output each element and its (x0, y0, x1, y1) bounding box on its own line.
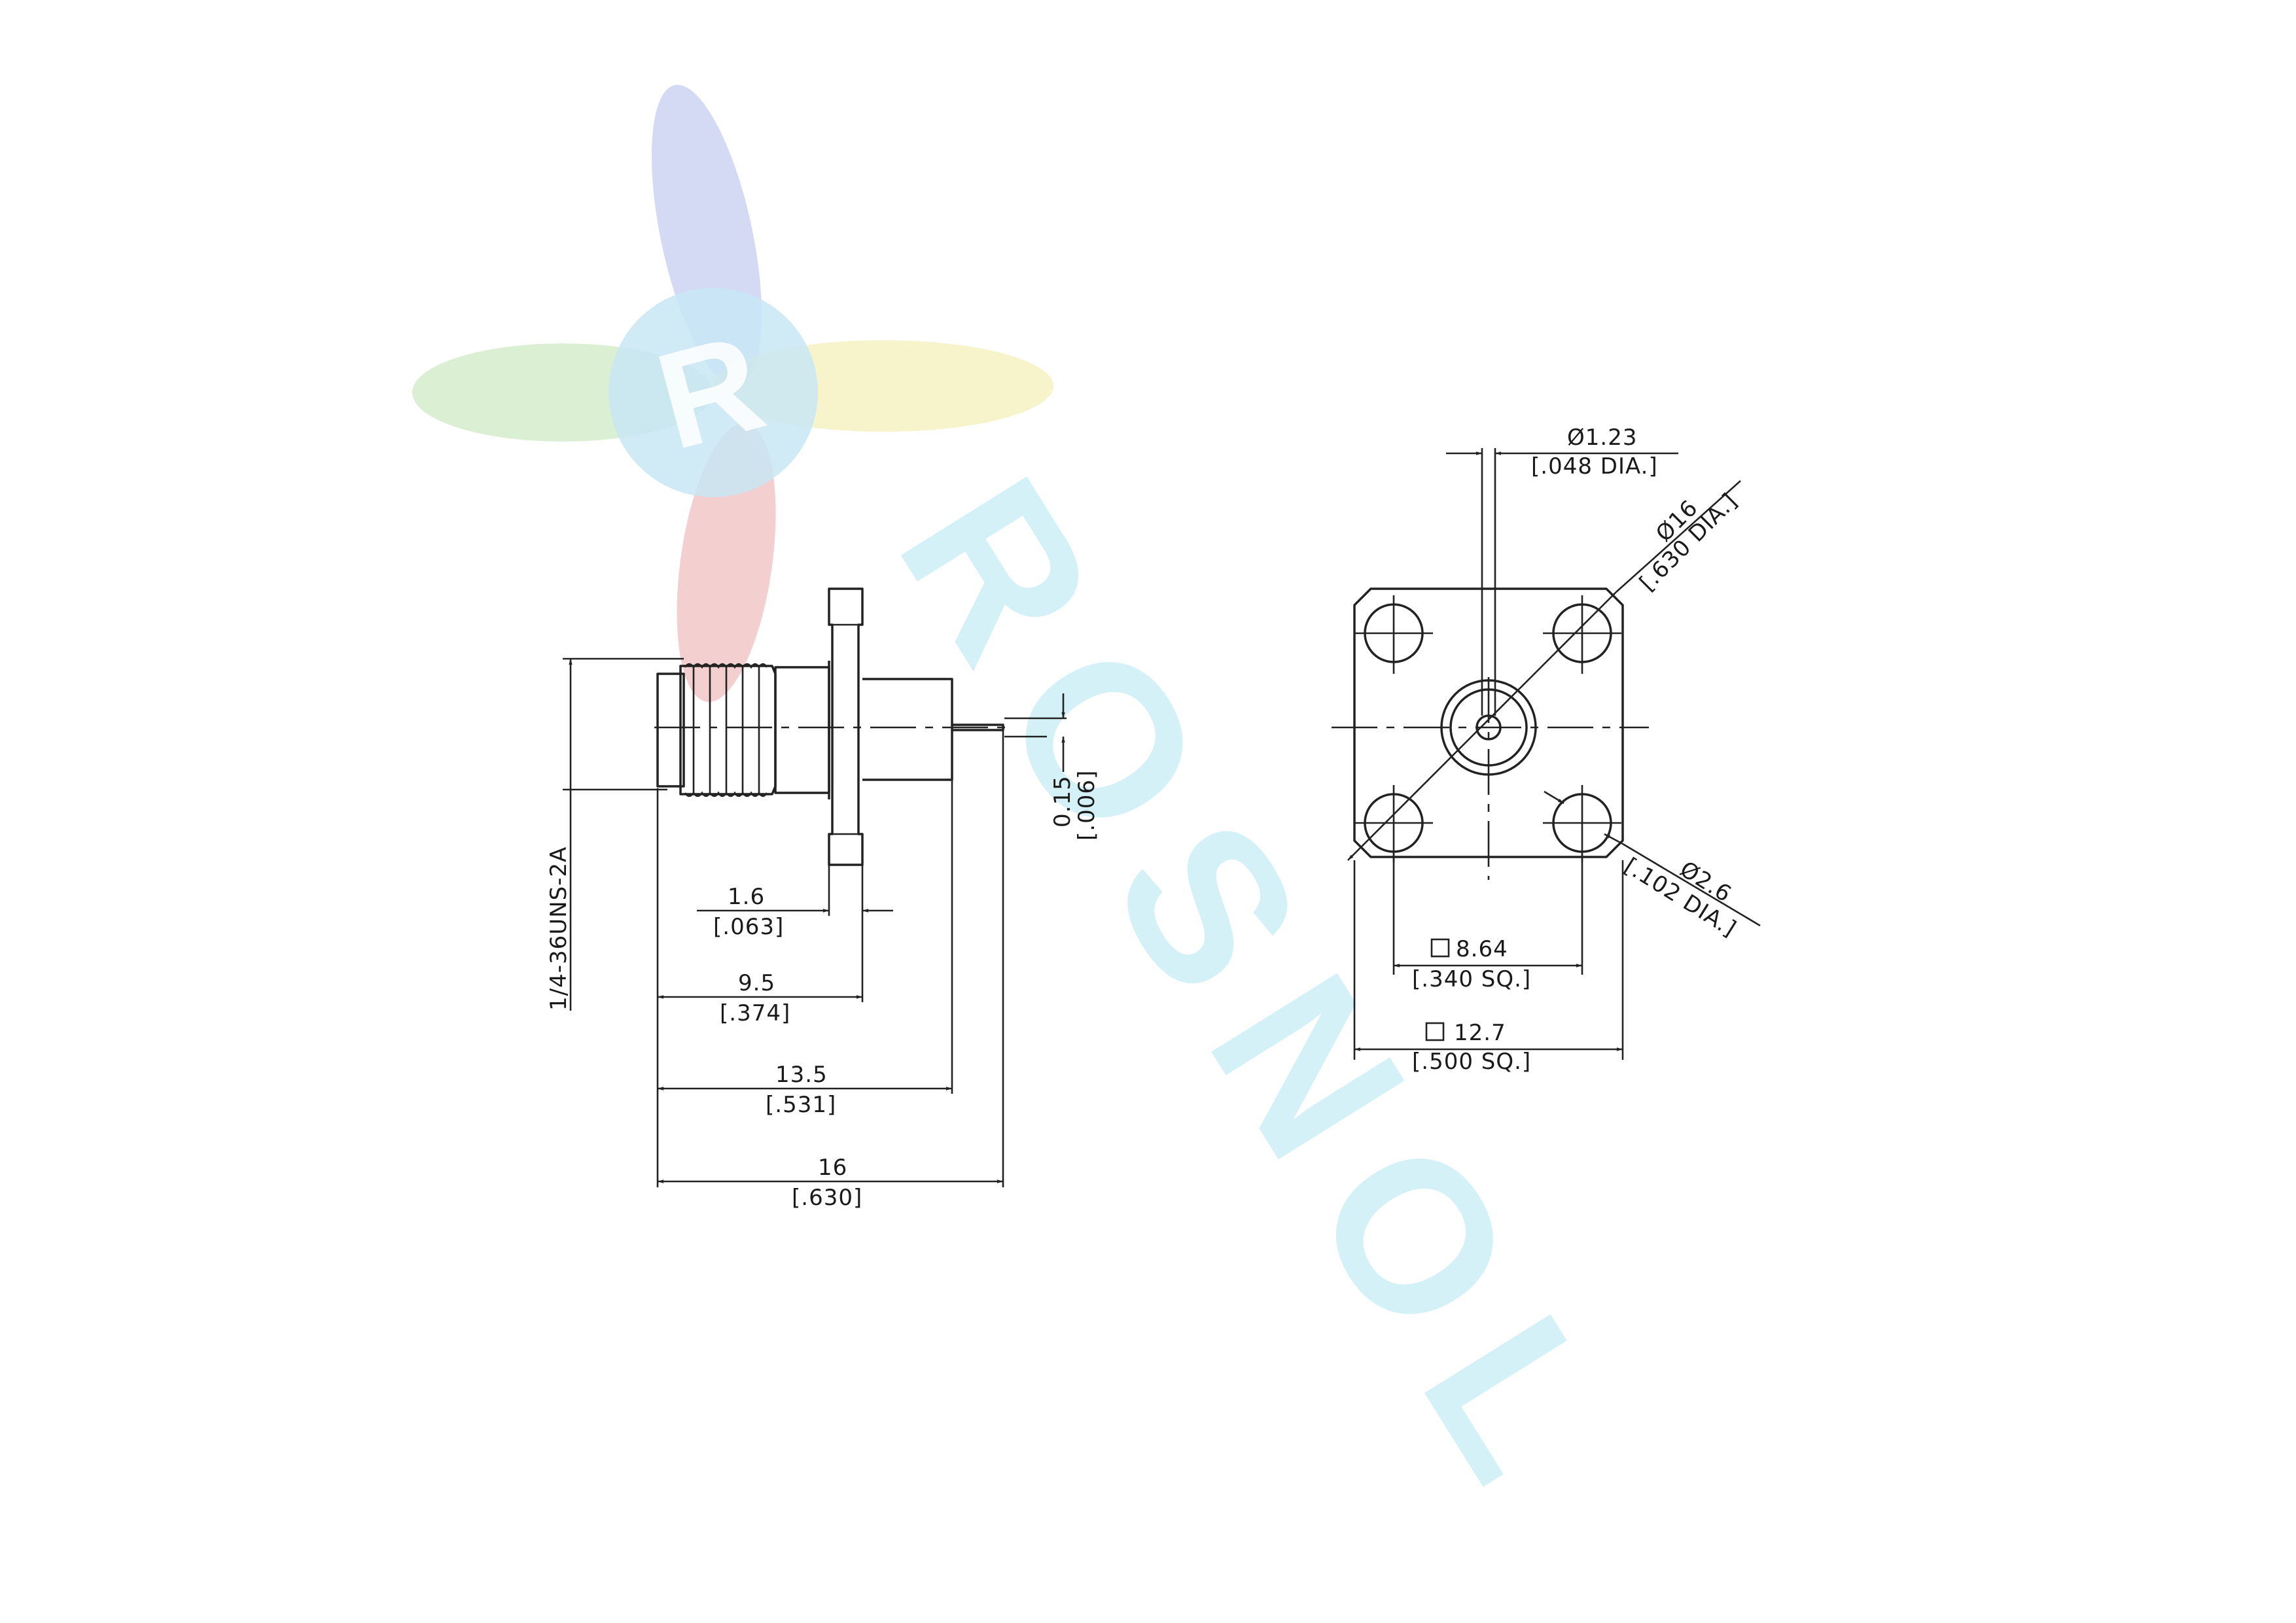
watermark-brand-text: ROSNOL (855, 440, 1674, 1550)
hole-spacing-inch: [.340 SQ.] (1412, 966, 1531, 992)
dim-16-inch: [.630] (792, 1185, 862, 1211)
thread-label: 1/4-36UNS-2A (546, 846, 572, 1011)
watermark: R ROSNOL (412, 84, 1674, 1550)
thread-crests (692, 666, 760, 794)
flange-dia-leader (1616, 480, 1741, 593)
watermark-logo: R (412, 84, 1053, 703)
dim-16-mm: 16 (818, 1155, 847, 1181)
hole-dia-leader (1622, 843, 1761, 927)
side-view: 1/4-36UNS-2A 0.15 [.006] 1.6 [.063] 9.5 … (546, 587, 1100, 1211)
flange-dia-diagonal (1347, 591, 1617, 861)
hole-dia-arrow-out (1604, 833, 1623, 845)
flange-size-inch: [.500 SQ.] (1412, 1049, 1531, 1075)
dim-9-5-mm: 9.5 (738, 970, 775, 996)
pin-dia-extension-lines (1481, 448, 1496, 716)
thread-end-chamfer (656, 672, 685, 788)
thread-bottom-profile (684, 791, 768, 797)
flange-size-mm: 12.7 (1454, 1020, 1506, 1046)
dim-1-6-inch: [.063] (713, 914, 784, 940)
front-pin-dia-mm: Ø1.23 (1567, 425, 1637, 451)
dim-1-6-mm: 1.6 (728, 884, 765, 910)
logo-center-disc (609, 288, 818, 497)
thread-extension-lines (563, 657, 684, 791)
body-neck (774, 666, 830, 794)
flange-holes (829, 623, 862, 835)
pin-dia-inch: [.006] (1074, 770, 1100, 841)
flange-size-extension (1353, 860, 1624, 1060)
hole-spacing-extension (1392, 854, 1583, 975)
square-symbol-icon (1430, 938, 1450, 958)
dim-13-5-inch: [.531] (766, 1092, 836, 1118)
square-symbol-icon (1425, 1022, 1445, 1041)
hole-spacing-mm: 8.64 (1456, 936, 1508, 962)
dim-13-5-mm: 13.5 (775, 1062, 828, 1088)
front-pin-dia-inch: [.048 DIA.] (1531, 453, 1658, 480)
pin-dia-extension (1004, 717, 1067, 738)
pin-dia-mm: 0.15 (1050, 775, 1076, 828)
hole-dia-arrow-in (1544, 790, 1564, 805)
dim-9-5-inch: [.374] (720, 1000, 790, 1026)
thread-top-profile (684, 663, 768, 669)
